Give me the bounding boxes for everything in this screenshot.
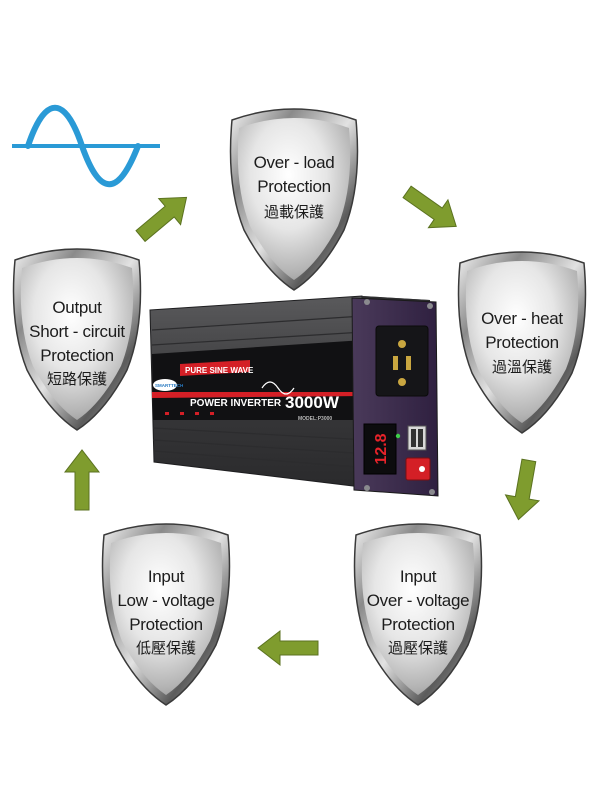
label-pure-sine: PURE SINE WAVE — [185, 366, 254, 375]
indicator-dots — [165, 412, 214, 415]
shield-lowvoltage-text: Input Low - voltage Protection 低壓保護 — [117, 567, 215, 657]
shield-shortcircuit-text: Output Short - circuit Protection 短路保護 — [29, 298, 126, 388]
brand-logo — [153, 379, 177, 391]
label-model: MODEL:P3000 — [298, 416, 332, 422]
svg-text:Protection: Protection — [129, 615, 203, 634]
svg-text:過溫保護: 過溫保護 — [492, 358, 552, 376]
power-switch-icon[interactable] — [405, 457, 431, 481]
usb-port-icon[interactable] — [395, 425, 427, 451]
svg-text:Output: Output — [52, 298, 102, 317]
svg-text:Over - heat: Over - heat — [481, 309, 563, 328]
svg-text:Protection: Protection — [257, 177, 331, 196]
display-value: 12.8 — [373, 433, 390, 464]
label-power-rating: 3000W — [285, 393, 340, 412]
heatsink-fins — [151, 315, 370, 469]
svg-text:Over - load: Over - load — [254, 153, 335, 172]
svg-text:過壓保護: 過壓保護 — [388, 639, 448, 657]
screws — [364, 299, 435, 495]
power-inverter-device: PURE SINE WAVE POWER INVERTER 3000W MODE… — [149, 295, 439, 497]
svg-text:Input: Input — [148, 567, 185, 586]
svg-text:Protection: Protection — [40, 346, 114, 365]
shield-overload — [229, 108, 359, 291]
shield-overvoltage-text: Input Over - voltage Protection 過壓保護 — [367, 567, 470, 657]
svg-text:短路保護: 短路保護 — [47, 370, 107, 388]
svg-text:Protection: Protection — [485, 333, 559, 352]
shield-overheat-text: Over - heat Protection 過溫保護 — [481, 309, 564, 376]
shield-overload-text: Over - load Protection 過載保護 — [254, 153, 335, 221]
svg-text:低壓保護: 低壓保護 — [136, 639, 196, 657]
brand-text: SMARTTECH — [155, 383, 183, 388]
svg-text:Low - voltage: Low - voltage — [117, 591, 214, 610]
label-power-inverter: POWER INVERTER — [190, 398, 282, 409]
svg-text:Short - circuit: Short - circuit — [29, 322, 125, 341]
svg-text:Over - voltage: Over - voltage — [367, 591, 470, 610]
svg-text:Protection: Protection — [381, 615, 455, 634]
mini-sine-icon — [261, 381, 295, 395]
voltage-display: 12.8 — [363, 423, 397, 475]
sine-wave-icon — [12, 104, 160, 188]
device-label: PURE SINE WAVE POWER INVERTER 3000W MODE… — [152, 340, 366, 422]
svg-text:過載保護: 過載保護 — [264, 203, 324, 221]
ac-socket-icon[interactable] — [375, 325, 429, 397]
svg-text:Input: Input — [400, 567, 437, 586]
